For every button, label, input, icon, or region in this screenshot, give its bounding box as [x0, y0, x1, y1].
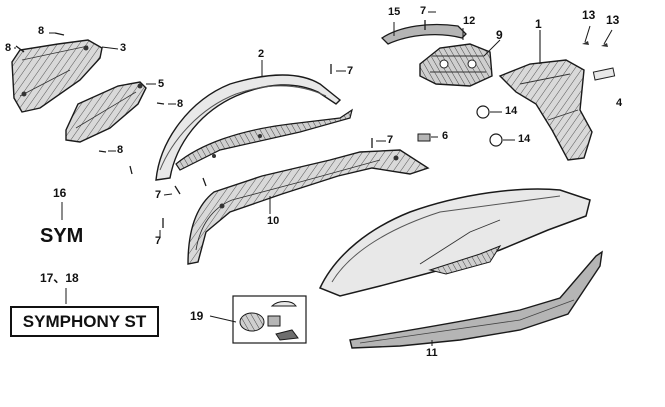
grab-handle — [380, 23, 467, 45]
callout-11: 11 — [426, 347, 438, 359]
callout-13-a: 13 — [582, 8, 596, 22]
callout-14-a: 14 — [505, 105, 518, 117]
callout-2: 2 — [258, 48, 265, 60]
screws — [15, 20, 426, 228]
callout-7-d: 7 — [155, 189, 162, 201]
leader-19 — [209, 315, 237, 323]
callout-8-b: 8 — [5, 42, 12, 54]
cap-14a — [476, 105, 490, 119]
callout-16: 16 — [53, 186, 67, 200]
lower-trim-strip — [349, 250, 603, 349]
leader-13b — [603, 29, 613, 45]
cap-14b — [489, 133, 503, 147]
callout-4: 4 — [616, 97, 623, 109]
callout-10: 10 — [267, 215, 280, 227]
clip-6 — [417, 133, 431, 142]
bolts-13 — [582, 41, 608, 47]
callout-14-b: 14 — [518, 133, 531, 145]
sym-emblem: SYM — [40, 225, 84, 247]
callout-19: 19 — [190, 309, 204, 323]
body-cover — [155, 74, 353, 181]
callout-13-b: 13 — [606, 13, 620, 27]
callout-15: 15 — [388, 6, 401, 18]
callout-7-a: 7 — [347, 65, 354, 77]
callout-3: 3 — [120, 42, 127, 54]
callout-7-c: 7 — [420, 5, 427, 17]
left-side-cover-lower — [65, 81, 147, 143]
callout-1: 1 — [535, 17, 542, 31]
symphony-st-emblem: SYMPHONY ST — [10, 306, 159, 337]
callout-8-c: 8 — [177, 98, 184, 110]
leader-9 — [483, 39, 501, 57]
callout-7-b: 7 — [387, 134, 394, 146]
callout-8-a: 8 — [38, 25, 45, 37]
callout-12: 12 — [463, 15, 476, 27]
callout-17-18: 17、18 — [40, 271, 79, 285]
leaders-7-8 — [14, 11, 436, 238]
leader-13a — [584, 25, 591, 43]
rear-fender — [498, 59, 616, 161]
callout-7-e: 7 — [155, 235, 162, 247]
callout-6: 6 — [442, 130, 449, 142]
inner-body-cover — [187, 149, 430, 265]
leader-3 — [101, 46, 119, 50]
symphony-st-text: SYMPHONY ST — [22, 311, 147, 331]
side-cover-large — [318, 188, 591, 297]
callout-5: 5 — [158, 78, 165, 90]
reflector-kit-box — [232, 295, 307, 344]
callout-9: 9 — [496, 28, 503, 42]
tail-light — [419, 43, 493, 87]
callout-8-d: 8 — [117, 144, 124, 156]
left-side-cover-upper — [11, 39, 103, 113]
